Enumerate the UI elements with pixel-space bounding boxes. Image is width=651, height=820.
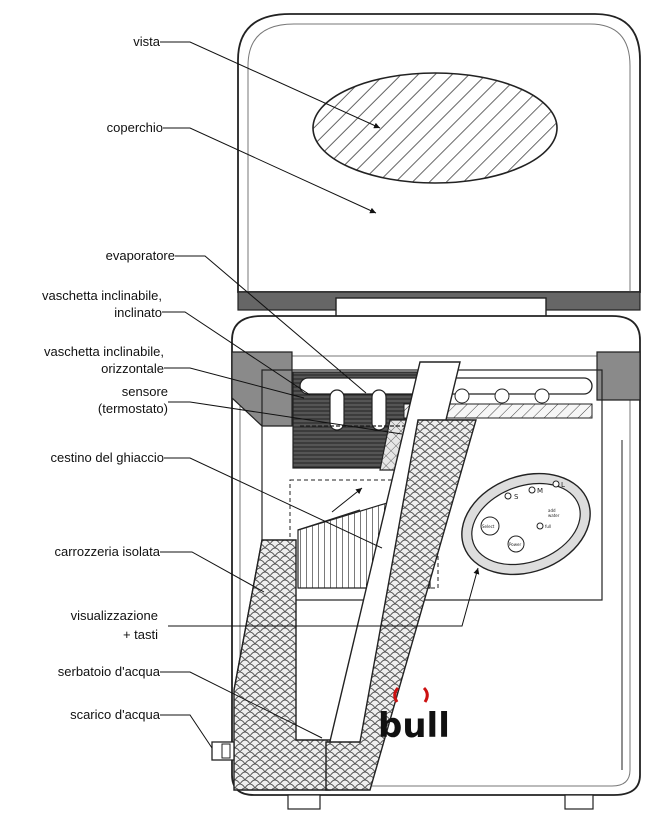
size-m-label: M — [537, 487, 543, 495]
led-add-label-1: add — [548, 508, 556, 513]
label-coperchio: coperchio — [106, 120, 163, 135]
led-add-label-2: water — [548, 513, 560, 518]
label-tilting-tray-horizontal-2: orizzontale — [101, 361, 164, 376]
leader-lines — [160, 41, 480, 749]
control-panel: S M L add water full Select Power — [461, 472, 591, 576]
label-insulated-body: carrozzeria isolata — [54, 544, 161, 559]
select-button-label: Select — [482, 524, 495, 529]
viewing-window — [312, 72, 558, 184]
label-water-tank: serbatoio d'acqua — [57, 664, 160, 679]
led-full-label: full — [545, 524, 551, 529]
label-sensor-2: (termostato) — [97, 401, 168, 416]
label-ice-basket: cestino del ghiaccio — [50, 450, 164, 465]
label-display-2: + tasti — [122, 627, 158, 642]
label-water-drain: scarico d'acqua — [70, 707, 160, 722]
label-tilting-tray-tilted-1: vaschetta inclinabile, — [42, 288, 162, 303]
label-tilting-tray-horizontal-1: vaschetta inclinabile, — [44, 344, 164, 359]
label-sensor-1: sensore — [121, 384, 168, 399]
insulated-body-cutaway — [233, 361, 477, 791]
brand-logo: bull — [378, 706, 450, 746]
size-l-label: L — [561, 481, 565, 489]
label-evaporatore: evaporatore — [105, 248, 175, 263]
water-drain — [211, 741, 235, 761]
label-tilting-tray-tilted-2: inclinato — [114, 305, 162, 320]
label-vista: vista — [133, 34, 160, 49]
size-s-label: S — [514, 493, 519, 501]
power-button-label: Power — [509, 542, 521, 547]
label-display-1: visualizzazione — [70, 608, 158, 623]
brand-logo-horns — [393, 686, 429, 703]
